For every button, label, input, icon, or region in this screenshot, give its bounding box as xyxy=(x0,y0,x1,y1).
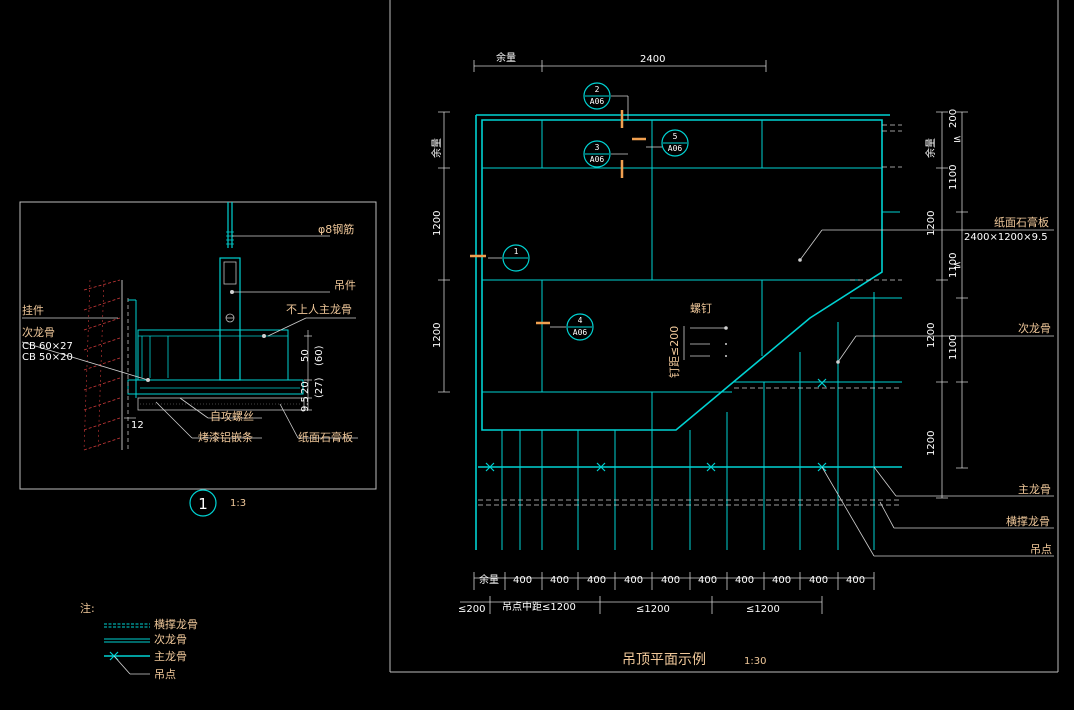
bottom2-dim-spacing: 吊点中距≤1200 xyxy=(502,600,576,613)
bottom-dim-400-8: 400 xyxy=(772,575,791,586)
dim-20: 20 xyxy=(300,381,311,394)
bottom-dim-400-2: 400 xyxy=(550,575,569,586)
main-keel-label: 主龙骨 xyxy=(1018,483,1051,496)
callout-5-num: 5 xyxy=(673,132,678,141)
label-screw: 自攻螺丝 xyxy=(210,409,254,423)
plan-section: 2 A06 3 A06 5 A06 4 A06 1 螺钉 钉距≤200 余量 2… xyxy=(430,51,1054,668)
legend-cross-keel: 横撑龙骨 xyxy=(154,617,198,631)
right-dim-1200b: 1200 xyxy=(926,323,937,348)
right-dim-prefix-a: ≤ xyxy=(953,134,961,145)
dim-12: 12 xyxy=(131,420,144,431)
bottom2-dim-200: ≤200 xyxy=(458,604,485,615)
left-dim-margin: 余量 xyxy=(430,138,443,158)
right-dim-margin: 余量 xyxy=(924,138,937,158)
right-dim-prefix-b: ≤ xyxy=(953,260,961,271)
top-dim-margin: 余量 xyxy=(496,51,516,64)
bottom2-dim-1200b: ≤1200 xyxy=(746,604,780,615)
callout-2-ref: A06 xyxy=(590,97,605,106)
dim-27: (27) xyxy=(314,377,325,398)
callout-5-ref: A06 xyxy=(668,144,683,153)
callout-3-ref: A06 xyxy=(590,155,605,164)
legend-note: 注: xyxy=(80,601,95,615)
callout-4-ref: A06 xyxy=(573,328,588,337)
screw-label: 螺钉 xyxy=(690,302,712,315)
bottom-dim-400-5: 400 xyxy=(661,575,680,586)
callout-4-num: 4 xyxy=(578,316,583,325)
gypsum-size: 2400×1200×9.5 xyxy=(964,232,1048,243)
right-dim-1100a: 1100 xyxy=(948,165,959,190)
callout-2-num: 2 xyxy=(595,85,600,94)
label-strip: 烤漆铝嵌条 xyxy=(198,430,253,444)
plan-scale: 1:30 xyxy=(744,656,766,667)
cross-keel-label: 横撑龙骨 xyxy=(1006,514,1050,528)
label-hanger: 吊件 xyxy=(334,279,356,292)
detail-ref-circle xyxy=(189,489,217,517)
right-dim-1200a: 1200 xyxy=(926,211,937,236)
left-dim-1200a: 1200 xyxy=(432,211,443,236)
bottom-dim-400-3: 400 xyxy=(587,575,606,586)
label-main-keel: 不上人主龙骨 xyxy=(286,303,352,316)
plan-title: 吊顶平面示例 xyxy=(622,652,706,668)
bottom-dim-400-10: 400 xyxy=(846,575,865,586)
dim-50: 50 xyxy=(300,349,311,362)
dim-60: (60) xyxy=(314,345,325,366)
callout-1-num: 1 xyxy=(514,247,519,256)
bottom-dim-400-6: 400 xyxy=(698,575,717,586)
label-cb1: CB 60×27 xyxy=(22,341,73,352)
bottom-dim-margin: 余量 xyxy=(479,573,499,586)
label-cb2: CB 50×20 xyxy=(22,352,73,363)
gypsum-label: 纸面石膏板 xyxy=(994,215,1049,229)
sub-keel-label: 次龙骨 xyxy=(1018,321,1051,335)
bottom-dim-400-1: 400 xyxy=(513,575,532,586)
screw-spacing: 钉距≤200 xyxy=(668,326,681,378)
legend-main-keel: 主龙骨 xyxy=(154,650,187,663)
right-dim-200: 200 xyxy=(948,109,959,128)
legend: 注: 横撑龙骨 次龙骨 主龙骨 吊点 xyxy=(80,601,198,681)
label-hook: 挂件 xyxy=(22,303,44,317)
top-dim-2400: 2400 xyxy=(640,54,665,65)
dim-9-5: 9.5 xyxy=(300,396,311,412)
bottom-dim-400-7: 400 xyxy=(735,575,754,586)
detail-scale: 1:3 xyxy=(230,498,246,509)
bottom2-dim-1200a: ≤1200 xyxy=(636,604,670,615)
legend-sub-keel: 次龙骨 xyxy=(154,632,187,646)
label-gypsum: 纸面石膏板 xyxy=(298,430,353,444)
bottom-dim-400-9: 400 xyxy=(809,575,828,586)
label-rebar: φ8钢筋 xyxy=(318,222,354,236)
right-dim-1100c: 1100 xyxy=(948,335,959,360)
detail-frame xyxy=(19,201,377,490)
right-dim-1100b: 1100 xyxy=(948,253,959,278)
detail-ref-number: 1 xyxy=(198,495,208,513)
callout-3-num: 3 xyxy=(595,143,600,152)
detail-section: φ8钢筋 吊件 不上人主龙骨 挂件 次龙骨 CB 60×27 CB 50×20 … xyxy=(19,201,377,517)
label-sub-keel: 次龙骨 xyxy=(22,325,55,339)
left-dim-1200b: 1200 xyxy=(432,323,443,348)
right-dim-1200c: 1200 xyxy=(926,431,937,456)
hang-point-label: 吊点 xyxy=(1030,543,1052,556)
bottom-dim-400-4: 400 xyxy=(624,575,643,586)
legend-hang-point: 吊点 xyxy=(154,668,176,681)
